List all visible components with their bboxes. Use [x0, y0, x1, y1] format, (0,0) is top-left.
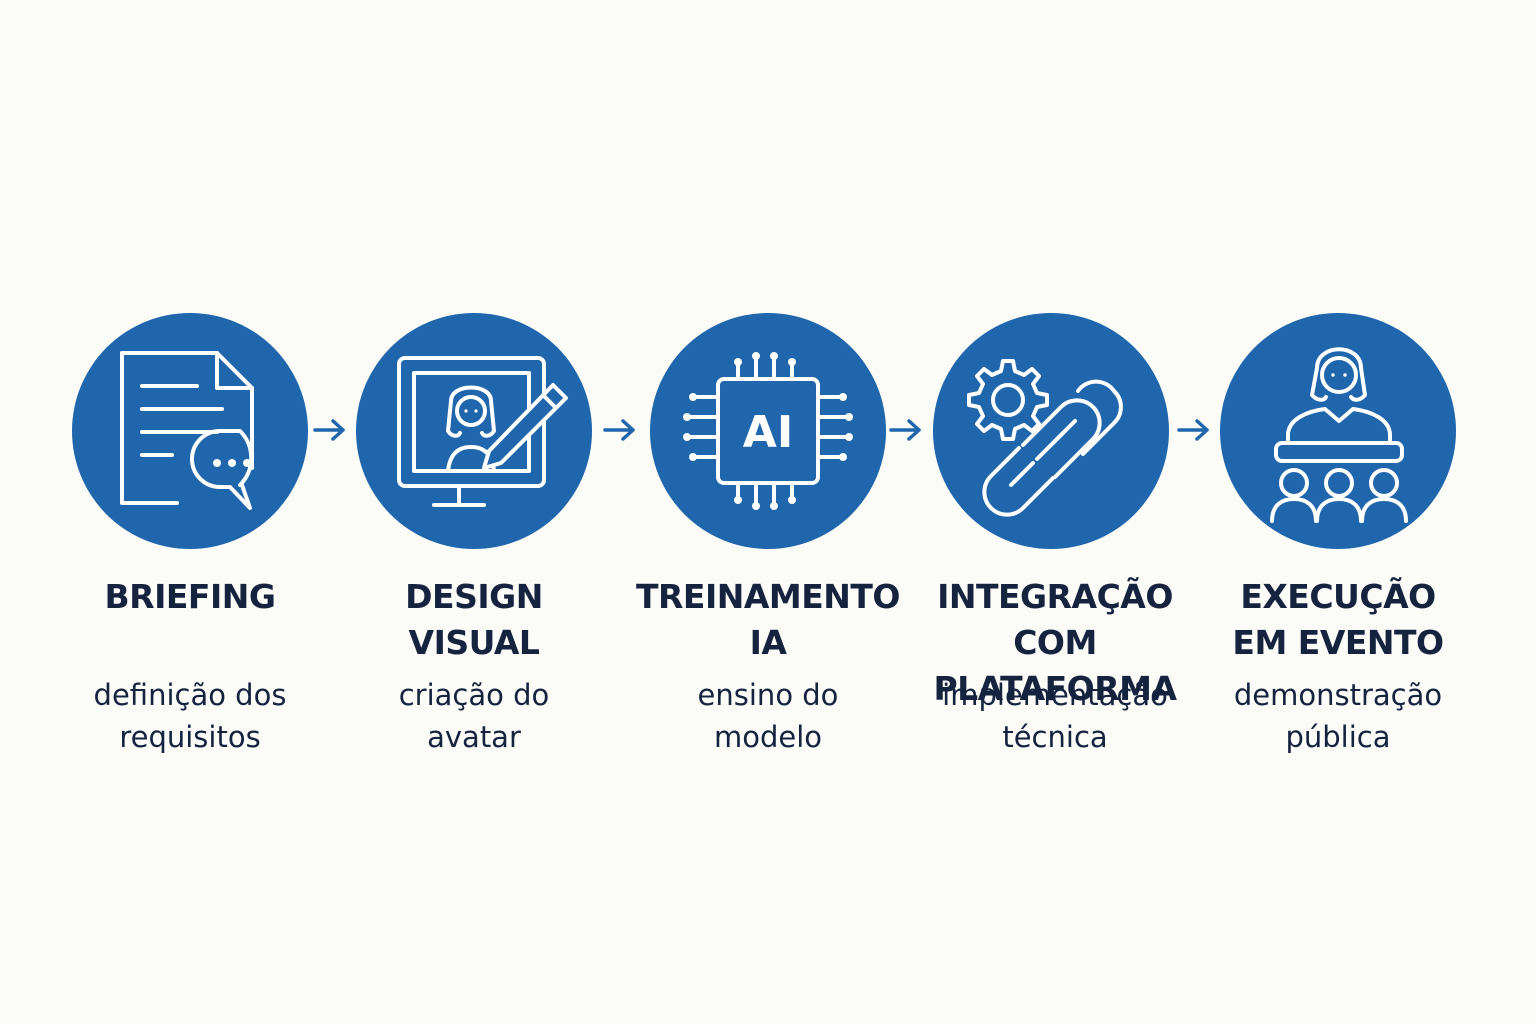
document-chat-icon — [120, 351, 254, 510]
step-circle — [72, 313, 308, 549]
arrow-right-icon — [603, 419, 635, 441]
gear-link-icon — [967, 359, 1123, 517]
step-description: demonstração pública — [1233, 678, 1443, 754]
step-title: DESIGN VISUAL — [405, 577, 543, 662]
step-description: definição dos requisitos — [93, 678, 287, 754]
ai-chip-icon: AI — [683, 352, 853, 510]
step-circle — [1220, 313, 1456, 549]
monitor-avatar-pencil-icon — [397, 356, 568, 507]
step-circle — [356, 313, 592, 549]
arrow-right-icon — [889, 419, 921, 441]
arrow-right-icon — [1177, 419, 1209, 441]
step-title: BRIEFING — [104, 577, 276, 616]
step-title: TREINAMENTO IA — [636, 577, 900, 662]
arrow-right-icon — [313, 419, 345, 441]
step-title: INTEGRAÇÃO COM PLATAFORMA — [933, 577, 1177, 708]
step-description: ensino do modelo — [697, 678, 839, 754]
step-description: implementação técnica — [942, 678, 1168, 754]
step-circle: AI — [650, 313, 886, 549]
step-title: EXECUÇÃO EM EVENTO — [1232, 577, 1444, 662]
presenter-audience-icon — [1270, 347, 1408, 523]
step-circle — [933, 313, 1169, 549]
step-description: criação do avatar — [398, 678, 550, 754]
chip-label: AI — [743, 407, 793, 458]
